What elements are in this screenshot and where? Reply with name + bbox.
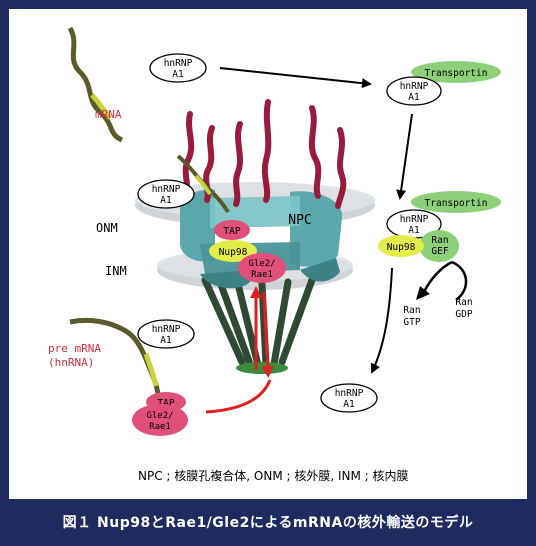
red-arrow-down (261, 291, 274, 378)
nup98-right (378, 235, 424, 257)
gle2-pore (238, 253, 286, 283)
transportin-top-label: Transportin (425, 68, 488, 79)
gle2-pore-line2: Rae1 (251, 270, 273, 280)
inm-label: INM (105, 264, 127, 278)
ran-gtp-line1: Ran (403, 305, 420, 316)
npc-label: NPC (288, 213, 311, 228)
ran-gef-line2: GEF (431, 246, 448, 257)
ran-gef-blob (419, 230, 459, 262)
tap-pore (214, 220, 250, 240)
hnrnp-mid-line1: hnRNP (400, 214, 429, 225)
transportin-mid-label: Transportin (425, 198, 488, 209)
hnrnp-in-pore: hnRNP A1 (137, 179, 195, 209)
gle2-pre-line1: Gle2/ (146, 411, 173, 421)
transportin-complex-top: Transportin hnRNP A1 (386, 61, 501, 106)
ran-cycle-arrowhead (416, 286, 430, 300)
premrna-complex: hnRNP A1 TAP Gle2/ Rae1 (132, 319, 195, 436)
hnrnp-top: hnRNP A1 (149, 53, 207, 83)
hnrnp-mid-line2: A1 (408, 225, 420, 236)
gle2-pre-line2: Rae1 (149, 422, 171, 432)
hnrnp-tr-line1: hnRNP (400, 81, 429, 92)
ran-gdp-line2: GDP (455, 309, 472, 320)
figure-caption: 図１ Nup98とRae1/Gle2によるmRNAの核外輸送のモデル (62, 515, 474, 531)
nup98-pore (209, 240, 257, 262)
red-export-path (205, 379, 272, 414)
hnrnp-pore-line1: hnRNP (152, 184, 181, 195)
gle2-pore-line1: Gle2/ (248, 259, 275, 269)
arrow-to-transportin (219, 67, 372, 89)
nuclear-export-diagram: mRNA hnRNP A1 Transportin hnRNP A1 Trans… (48, 26, 501, 483)
hnrnp-top-line2: A1 (172, 69, 184, 80)
mrna-strand (67, 26, 124, 143)
ran-gdp-line1: Ran (455, 297, 472, 308)
nup98-right-label: Nup98 (387, 242, 416, 253)
tap-pore-label: TAP (223, 226, 240, 237)
premrna-line2: (hnRNA) (48, 356, 94, 369)
hnrnp-pre-line2: A1 (160, 335, 172, 346)
arrow-into-nucleus (396, 113, 413, 200)
hnrnp-pore-line2: A1 (160, 195, 172, 206)
ran-gtp-line2: GTP (403, 317, 420, 328)
hnrnp-pre-line1: hnRNP (152, 324, 181, 335)
ran-gef-line1: Ran (431, 235, 448, 246)
arrow-release (370, 267, 393, 374)
tap-pre-label: TAP (157, 398, 174, 409)
ran-cycle-curve (422, 260, 468, 302)
hnrnp-top-line1: hnRNP (164, 58, 193, 69)
hnrnp-rel-line1: hnRNP (335, 388, 364, 399)
nuclear-basket (201, 276, 316, 369)
nup98-pore-label: Nup98 (219, 247, 248, 258)
basket-ring (236, 362, 288, 374)
hnrnp-rel-line2: A1 (343, 399, 355, 410)
premrna-line1: pre mRNA (48, 342, 101, 355)
transportin-complex-mid: Transportin hnRNP A1 Ran GEF Nup98 (378, 191, 501, 262)
mrna-through-pore-highlight (194, 174, 212, 196)
mrna-label: mRNA (95, 108, 122, 121)
legend-text: NPC ; 核膜孔複合体, ONM ; 核外膜, INM ; 核内膜 (138, 468, 409, 483)
hnrnp-released: hnRNP A1 (320, 383, 378, 413)
transportin-top (411, 61, 501, 83)
hnrnp-tr-line2: A1 (408, 92, 420, 103)
onm-label: ONM (96, 221, 118, 235)
